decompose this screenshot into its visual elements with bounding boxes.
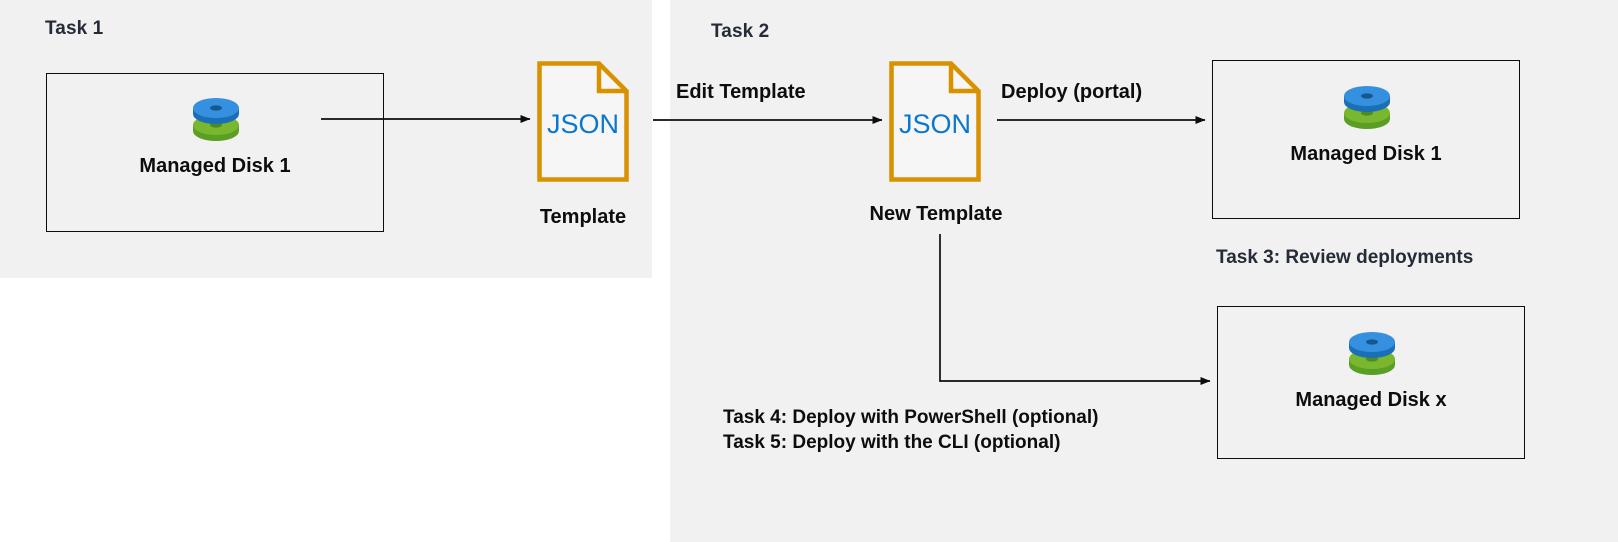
json-document-icon: JSON bbox=[889, 61, 981, 182]
json-document-text: JSON bbox=[899, 109, 971, 139]
managed-disk-x-box: Managed Disk x bbox=[1217, 306, 1525, 459]
managed-disk-x-label: Managed Disk x bbox=[1295, 389, 1447, 411]
task2-heading: Task 2 bbox=[711, 21, 770, 42]
managed-disk-1-right-box: Managed Disk 1 bbox=[1212, 60, 1520, 219]
managed-disk-icon bbox=[1349, 332, 1395, 375]
json-document-text: JSON bbox=[547, 109, 619, 139]
managed-disk-icon bbox=[193, 98, 239, 141]
task3-note: Task 3: Review deployments bbox=[1216, 247, 1474, 268]
managed-disk-1-right-label: Managed Disk 1 bbox=[1290, 143, 1442, 165]
json-document-icon: JSON bbox=[537, 61, 629, 182]
task4-note: Task 4: Deploy with PowerShell (optional… bbox=[723, 407, 1099, 428]
managed-disk-icon bbox=[1344, 86, 1390, 129]
deploy-portal-edge-label: Deploy (portal) bbox=[1001, 81, 1143, 103]
edit-template-edge-label: Edit Template bbox=[676, 81, 806, 103]
task1-heading: Task 1 bbox=[45, 18, 104, 39]
new-template-caption: New Template bbox=[869, 203, 1003, 225]
managed-disk-1-left-label: Managed Disk 1 bbox=[139, 155, 291, 177]
template-caption: Template bbox=[539, 206, 627, 228]
managed-disk-1-left-box: Managed Disk 1 bbox=[46, 73, 384, 232]
task5-note: Task 5: Deploy with the CLI (optional) bbox=[723, 432, 1061, 453]
